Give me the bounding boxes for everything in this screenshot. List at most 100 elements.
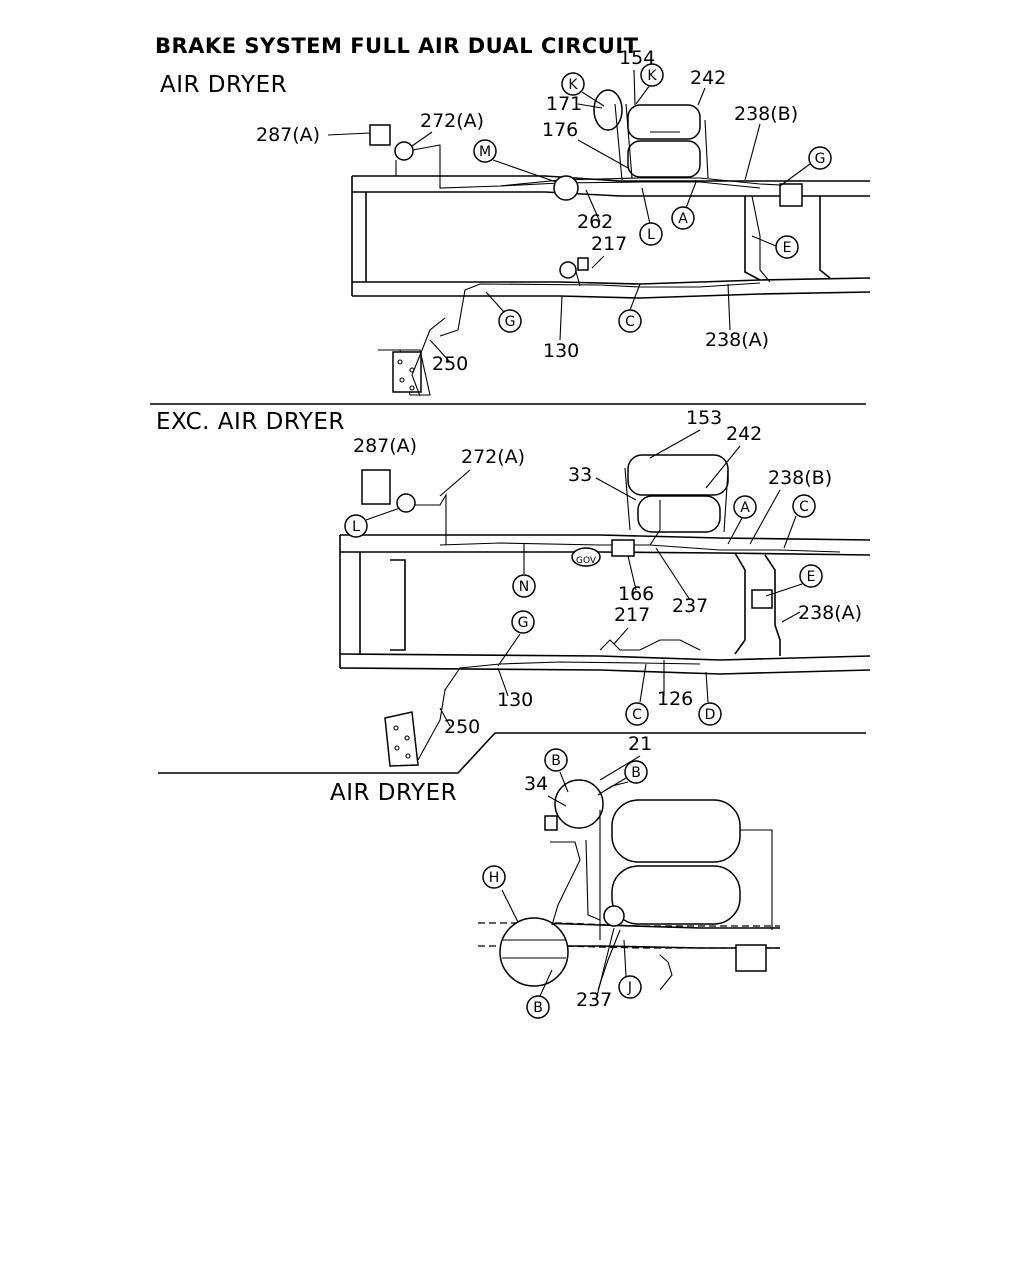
reference-circle bbox=[482, 865, 506, 889]
reference-letter: G bbox=[505, 314, 516, 330]
governor: GOV bbox=[571, 547, 601, 567]
reference-circle bbox=[625, 702, 649, 726]
part-leader-line bbox=[595, 927, 615, 1001]
air-piping bbox=[411, 144, 803, 397]
reference-circle bbox=[733, 495, 757, 519]
reference-letter: J bbox=[627, 980, 632, 996]
reference-circle bbox=[639, 222, 663, 246]
reference-letter: E bbox=[783, 240, 792, 256]
section-air-dryer-detail-drawing bbox=[478, 779, 780, 991]
reference-letter: A bbox=[740, 500, 750, 516]
part-number-label: 250 bbox=[432, 353, 468, 375]
part-number-label: 272(A) bbox=[461, 446, 525, 468]
part-leader-line bbox=[429, 339, 451, 363]
reference-leader-line bbox=[485, 291, 505, 313]
reference-circle bbox=[498, 309, 522, 333]
part-leader-line bbox=[577, 103, 603, 109]
relay-valve-2 bbox=[361, 469, 447, 545]
reference-letter: N bbox=[519, 579, 529, 595]
part-leader-line bbox=[655, 547, 691, 601]
reference-letter: C bbox=[799, 499, 809, 515]
part-leader-line bbox=[649, 429, 701, 459]
part-number-label: 238(A) bbox=[798, 602, 862, 624]
part-leader-line bbox=[497, 667, 509, 697]
reference-circle bbox=[526, 995, 550, 1019]
part-leader-line bbox=[577, 139, 629, 169]
brake-pedal-valve bbox=[378, 349, 431, 396]
part-number-label: 250 bbox=[444, 716, 480, 738]
part-number-label: 287(A) bbox=[256, 124, 320, 146]
reference-letter: C bbox=[632, 707, 642, 723]
reference-circle bbox=[624, 760, 648, 784]
reference-letter: B bbox=[631, 765, 641, 781]
reference-circle bbox=[618, 309, 642, 333]
reference-circle bbox=[671, 206, 695, 230]
section-exc-air-dryer-drawing: GOV bbox=[339, 454, 871, 767]
part-leader-line bbox=[705, 445, 741, 489]
reference-letter: C bbox=[625, 314, 635, 330]
reference-circle bbox=[808, 146, 832, 170]
section-air-dryer-drawing bbox=[351, 89, 871, 397]
reference-leader-line bbox=[685, 181, 697, 209]
part-number-label: 287(A) bbox=[353, 435, 417, 457]
part-leader-line bbox=[559, 295, 563, 341]
part-number-label: 33 bbox=[568, 464, 592, 486]
reference-circle bbox=[561, 72, 585, 96]
reference-circle bbox=[544, 748, 568, 772]
reference-circle bbox=[473, 139, 497, 163]
reference-letter: B bbox=[551, 753, 561, 769]
reference-leader-line bbox=[751, 235, 777, 247]
detail-piping bbox=[550, 781, 767, 991]
reference-letter: E bbox=[807, 569, 816, 585]
reference-leader-line bbox=[501, 889, 519, 923]
part-leader-line bbox=[599, 755, 641, 781]
reference-leader-line bbox=[705, 671, 709, 703]
part-number-label: 217 bbox=[614, 604, 650, 626]
reference-circle bbox=[799, 564, 823, 588]
air-dryer-unit bbox=[544, 779, 604, 831]
brake-pedal-valve-2 bbox=[384, 711, 419, 767]
reference-letter: D bbox=[705, 707, 716, 723]
part-number-label: 130 bbox=[497, 689, 533, 711]
reference-leader-line bbox=[779, 163, 811, 187]
reference-circle bbox=[512, 574, 536, 598]
part-number-label: 171 bbox=[546, 93, 582, 115]
part-number-label: 238(B) bbox=[768, 467, 832, 489]
reference-circle bbox=[792, 494, 816, 518]
svg-text:GOV: GOV bbox=[576, 556, 597, 566]
reference-leader-line bbox=[727, 517, 743, 545]
part-leader-line bbox=[547, 795, 567, 807]
reference-leader-line bbox=[641, 187, 651, 225]
part-leader-line bbox=[744, 123, 761, 181]
reference-leader-line bbox=[605, 777, 627, 791]
part-number-label: 130 bbox=[543, 340, 579, 362]
section-divider-lines bbox=[150, 403, 866, 774]
reference-leader-line bbox=[497, 633, 521, 667]
part-number-label: 21 bbox=[628, 733, 652, 755]
part-leader-line bbox=[585, 189, 601, 223]
reference-leader-line bbox=[765, 583, 803, 597]
part-number-label: 238(A) bbox=[705, 329, 769, 351]
section-heading-air-dryer-detail: AIR DRYER bbox=[330, 780, 458, 806]
part-number-label: 237 bbox=[672, 595, 708, 617]
reference-letter: A bbox=[678, 211, 688, 227]
reference-letter: K bbox=[647, 68, 657, 84]
reference-letter: G bbox=[518, 615, 529, 631]
detail-circle-h bbox=[499, 917, 569, 987]
reference-letter: H bbox=[489, 870, 500, 886]
part-leader-line bbox=[727, 283, 731, 331]
part-leader-line bbox=[627, 555, 637, 591]
relay-valve bbox=[369, 124, 430, 177]
reference-letter: B bbox=[533, 1000, 543, 1016]
part-number-label: 242 bbox=[726, 423, 762, 445]
section-heading-air-dryer: AIR DRYER bbox=[160, 72, 288, 98]
diagram-title: BRAKE SYSTEM FULL AIR DUAL CIRCUIT bbox=[155, 34, 639, 58]
air-tank-assembly bbox=[593, 89, 709, 181]
part-number-label: 126 bbox=[657, 688, 693, 710]
reference-letter: L bbox=[647, 227, 655, 243]
reference-leader-line bbox=[639, 663, 647, 703]
reference-leader-line bbox=[492, 159, 557, 183]
